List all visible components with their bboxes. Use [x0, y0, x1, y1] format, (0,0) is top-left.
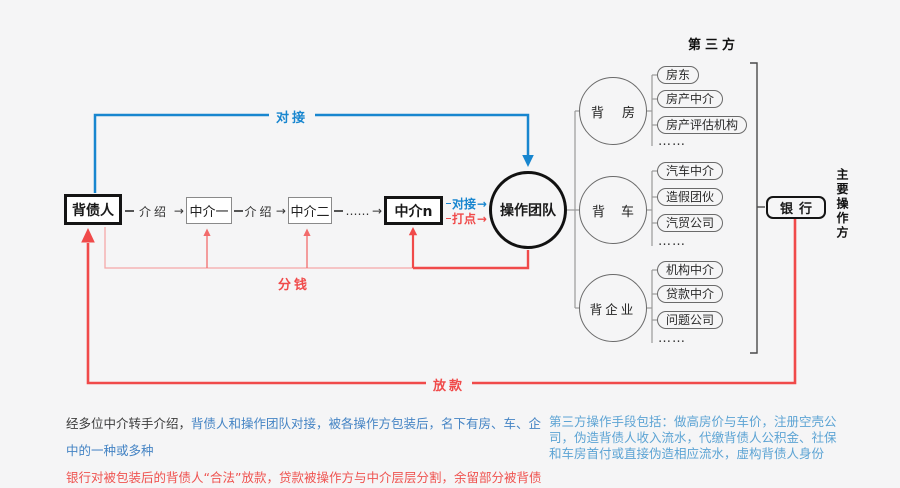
chain-dots: …… [345, 204, 370, 218]
right-arrow-icon: → [476, 196, 487, 211]
note-line-1: 经多位中介转手介绍，背债人和操作团队对接，被各操作方包装后，名下有房、车、企中的… [66, 410, 546, 464]
intro-connector-1: 介绍 → [125, 203, 184, 219]
back-car-char: 车 [621, 204, 635, 220]
note-dark-segment: 经多位中介转手介绍， [66, 416, 192, 431]
right-arrow-icon: → [173, 204, 184, 218]
agent1-node: 中介一 [186, 197, 232, 224]
back-house-char: 房 [622, 105, 636, 121]
operation-team-node: 操作团队 [489, 171, 567, 249]
right-arrow-icon: → [371, 204, 382, 218]
agentn-node: 中介n [384, 196, 443, 225]
agent2-node: 中介二 [288, 197, 332, 224]
back-car-node: 背 车 [579, 176, 647, 244]
third-party-title: 第三方 [688, 38, 740, 53]
share-line-thin [104, 227, 413, 269]
intro-label-1: 介绍 [138, 204, 169, 219]
connector-dash [234, 210, 243, 212]
third-party-bracket [750, 62, 758, 354]
duijie-mini-label: 对接 [451, 197, 476, 211]
back-ent-char: 背 [589, 301, 606, 317]
debtor-label: 背债人 [72, 202, 114, 219]
loan-label: 放款 [426, 375, 473, 394]
agentn-label: 中介n [394, 203, 433, 220]
connector-dash [446, 202, 451, 205]
right-arrow-icon: → [476, 211, 487, 226]
list-item: 汽车中介 [657, 162, 724, 180]
back-ent-char: 业 [620, 301, 637, 317]
bottom-left-note: 经多位中介转手介绍，背债人和操作团队对接，被各操作方包装后，名下有房、车、企中的… [66, 410, 546, 488]
right-arrow-icon: → [275, 204, 286, 218]
note-line-2: 银行对被包装后的背债人“合法”放款，贷款被操作方与中介层层分割，余留部分被背债人… [66, 470, 542, 485]
list-item: 贷款中介 [657, 285, 724, 303]
list-item: 问题公司 [657, 311, 724, 329]
more-dots: …… [658, 134, 686, 149]
blue-arrowhead [522, 155, 534, 167]
dadian-mini-link: 打点 → [446, 211, 487, 226]
debtor-node: 背债人 [64, 194, 122, 225]
duijie-mini-link: 对接 → [446, 196, 487, 211]
back-enterprise-node: 背 企 业 [579, 274, 647, 342]
intro-connector-2: 介绍 → [234, 203, 286, 219]
more-dots: …… [658, 331, 686, 346]
share-money-label: 分钱 [278, 278, 311, 293]
chain-dots-connector: …… → [334, 203, 382, 219]
blue-link-line [93, 113, 530, 193]
intro-label-2: 介绍 [244, 204, 275, 219]
operation-team-label: 操作团队 [500, 203, 556, 219]
main-operator-label: 主要操作方 [835, 168, 849, 241]
note-blue-segment: 背债人和操作团队对接，被各操作方包装后，名下有房、车、企中的一种或多种 [66, 416, 542, 458]
back-house-char: 背 [590, 105, 604, 121]
more-dots: …… [658, 234, 686, 249]
back-ent-char: 企 [605, 301, 621, 317]
back-car-char: 背 [591, 204, 605, 220]
agent1-label: 中介一 [189, 205, 229, 220]
share-line-thick [413, 250, 530, 270]
list-item: 汽贸公司 [657, 214, 724, 232]
loan-arrowhead [81, 228, 95, 243]
connector-dash [334, 210, 343, 212]
bank-node: 银行 [766, 196, 826, 219]
connector-dash [446, 217, 451, 220]
agent2-label: 中介二 [290, 205, 330, 220]
back-house-node: 背 房 [579, 77, 647, 145]
bank-label: 银行 [779, 202, 818, 217]
list-item: 房产中介 [657, 90, 724, 108]
list-item: 造假团伙 [657, 188, 724, 206]
list-item: 机构中介 [657, 261, 724, 279]
bottom-right-note: 第三方操作手段包括：做高房价与车价，注册空壳公 司，伪造背债人收入流水，代缴背债… [549, 414, 837, 461]
dadian-mini-label: 打点 [451, 212, 476, 226]
connector-dash [125, 210, 134, 212]
top-link-label: 对接 [269, 107, 316, 126]
list-item: 房产评估机构 [657, 116, 748, 134]
list-item: 房东 [657, 66, 700, 84]
